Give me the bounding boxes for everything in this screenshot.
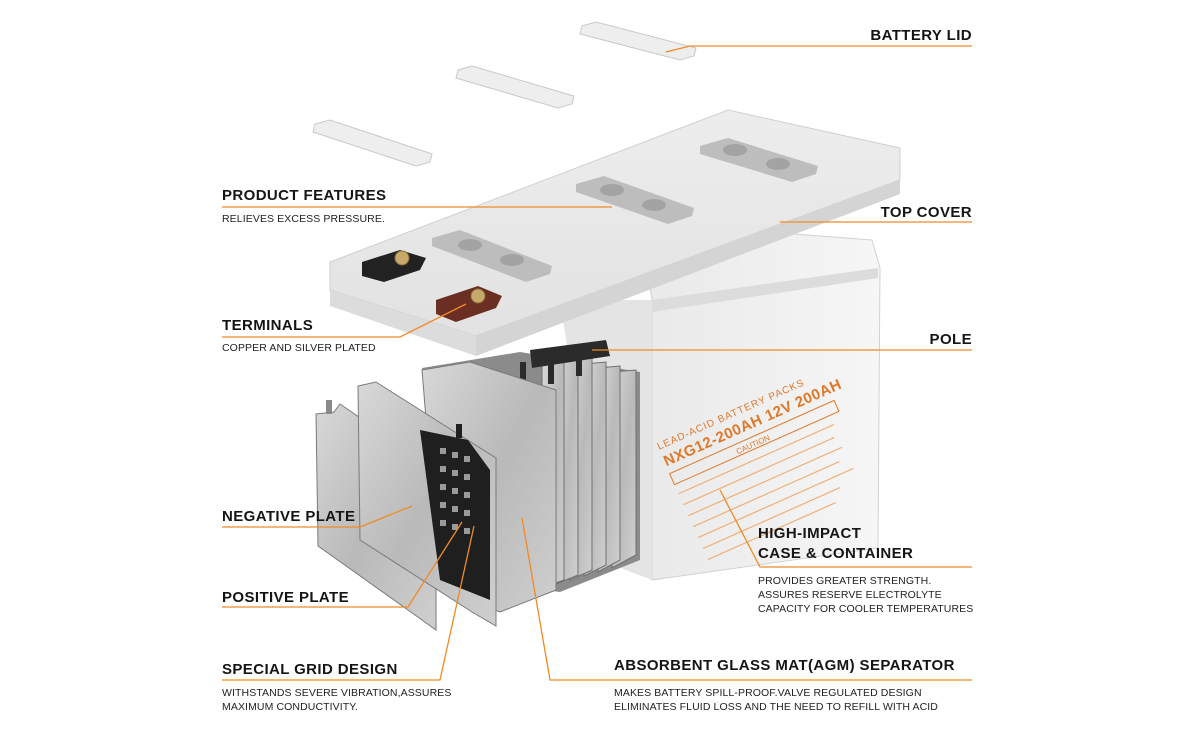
label-high-impact-line1: HIGH-IMPACT <box>758 525 862 542</box>
desc-special-grid-line2: MAXIMUM CONDUCTIVITY. <box>222 701 359 713</box>
label-positive-plate: POSITIVE PLATE <box>222 589 350 606</box>
desc-terminals: COPPER AND SILVER PLATED <box>222 342 376 354</box>
desc-high-impact-line1: PROVIDES GREATER STRENGTH. <box>758 575 932 587</box>
desc-agm-line1: MAKES BATTERY SPILL-PROOF.VALVE REGULATE… <box>614 687 922 699</box>
leader-negative-plate <box>222 505 413 528</box>
label-battery-lid: BATTERY LID <box>870 27 972 44</box>
desc-special-grid-line1: WITHSTANDS SEVERE VIBRATION,ASSURES <box>222 687 452 699</box>
leader-positive-plate <box>222 521 463 608</box>
desc-product-features: RELIEVES EXCESS PRESSURE. <box>222 213 385 225</box>
label-top-cover: TOP COVER <box>880 204 972 221</box>
label-agm-separator: ABSORBENT GLASS MAT(AGM) SEPARATOR <box>614 657 955 674</box>
desc-agm-line2: ELIMINATES FLUID LOSS AND THE NEED TO RE… <box>614 701 938 713</box>
leader-agm <box>521 517 972 681</box>
desc-high-impact-line2: ASSURES RESERVE ELECTROLYTE <box>758 589 942 601</box>
leader-special-grid <box>222 525 475 681</box>
label-special-grid-design: SPECIAL GRID DESIGN <box>222 661 398 678</box>
leader-lines <box>222 45 972 681</box>
desc-high-impact-line3: CAPACITY FOR COOLER TEMPERATURES <box>758 603 974 615</box>
label-high-impact-line2: CASE & CONTAINER <box>758 545 914 562</box>
battery-lid-strips <box>312 21 697 167</box>
label-terminals: TERMINALS <box>222 317 314 334</box>
negative-terminal-icon <box>362 250 426 282</box>
leader-battery-lid <box>665 45 972 53</box>
label-negative-plate: NEGATIVE PLATE <box>222 508 356 525</box>
label-pole: POLE <box>929 331 972 348</box>
positive-terminal-icon <box>436 286 502 322</box>
positive-plate-graphic <box>357 381 497 627</box>
leader-high-impact <box>719 489 972 568</box>
leader-terminals <box>222 303 467 338</box>
label-product-features: PRODUCT FEATURES <box>222 187 387 204</box>
top-cover <box>329 109 901 356</box>
